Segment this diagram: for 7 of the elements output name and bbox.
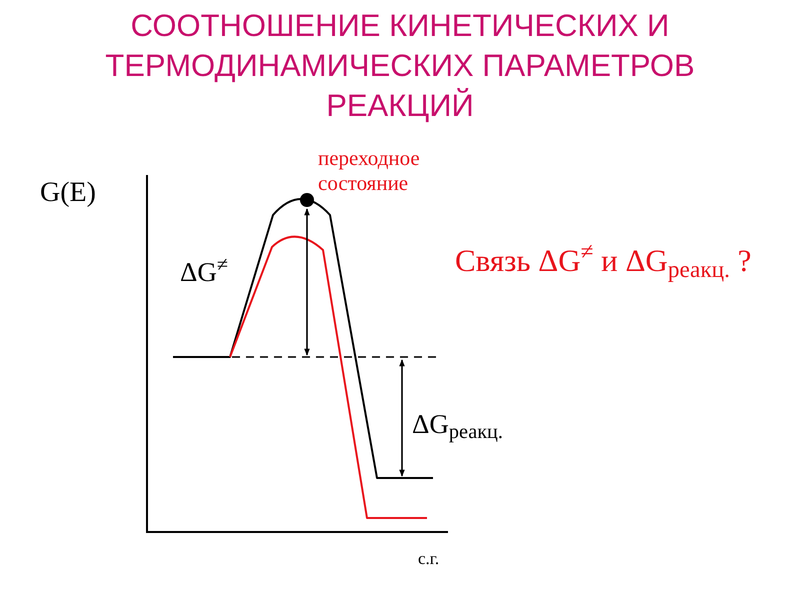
title: СООТНОШЕНИЕ КИНЕТИЧЕСКИХ И ТЕРМОДИНАМИЧЕСКИХ ПАРАМЕТРОВ РЕАКЦИЙ xyxy=(104,7,696,125)
energy-barrier-label: ΔG$^{≠}$ xyxy=(180,252,228,289)
reaction-energy-label: ΔG$_{реакц.}$ xyxy=(412,408,503,444)
transition-state-label: переходное состояние xyxy=(318,146,421,196)
axis-label: с.г. xyxy=(418,548,440,570)
axis-label: G(E) xyxy=(40,176,96,210)
question-text: Связь ΔG$^{≠}$ и ΔG$_{реакц.}$ ? xyxy=(455,238,752,284)
